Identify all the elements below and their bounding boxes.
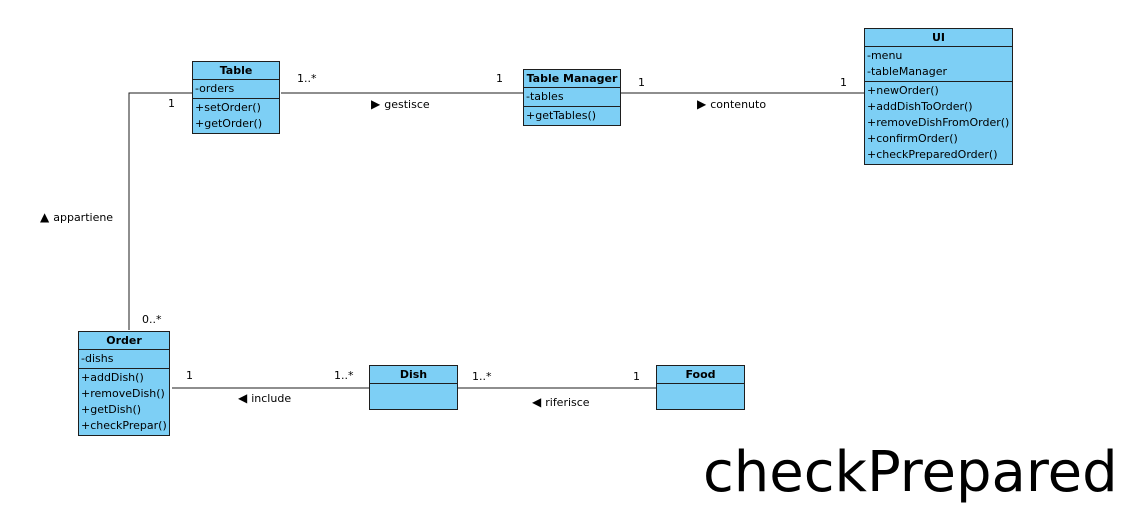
association-label: gestisce [384, 98, 430, 111]
multiplicity-table-gestisce: 1..* [297, 72, 317, 85]
association-contenuto: ▶contenuto [697, 97, 766, 111]
multiplicity-table-appartiene: 1 [168, 97, 175, 110]
association-riferisce: ◀riferisce [532, 395, 590, 409]
methods-section: +setOrder() +getOrder() [193, 99, 279, 133]
attribute: -dishs [81, 352, 114, 365]
attribute: -menu [867, 49, 903, 62]
attributes-section: -tables [524, 88, 620, 107]
class-food[interactable]: Food [656, 365, 745, 410]
multiplicity-manager-gestisce: 1 [496, 72, 503, 85]
multiplicity-dish-riferisce: 1..* [472, 370, 492, 383]
multiplicity-ui-contenuto: 1 [840, 76, 847, 89]
association-include: ◀include [238, 391, 291, 405]
association-label: riferisce [545, 396, 590, 409]
multiplicity-dish-include: 1..* [334, 369, 354, 382]
class-name: UI [865, 29, 1012, 47]
class-name: Table Manager [524, 70, 620, 88]
multiplicity-food-riferisce: 1 [633, 370, 640, 383]
triangle-right-icon: ▶ [697, 97, 707, 111]
method: +getDish() [81, 403, 142, 416]
attribute: -tables [526, 90, 564, 103]
attribute: -orders [195, 82, 235, 95]
multiplicity-manager-contenuto: 1 [638, 76, 645, 89]
method: +addDish() [81, 371, 144, 384]
methods-section: +getTables() [524, 107, 620, 125]
triangle-left-icon: ◀ [532, 395, 542, 409]
association-gestisce: ▶gestisce [371, 97, 430, 111]
class-name: Table [193, 62, 279, 80]
method: +setOrder() [195, 101, 261, 114]
attributes-section: -orders [193, 80, 279, 99]
multiplicity-order-include: 1 [186, 369, 193, 382]
class-order[interactable]: Order -dishs +addDish() +removeDish() +g… [78, 331, 170, 436]
triangle-up-icon: ▲ [40, 210, 50, 224]
method: +getTables() [526, 109, 597, 122]
methods-section: +newOrder() +addDishToOrder() +removeDis… [865, 82, 1012, 164]
class-table[interactable]: Table -orders +setOrder() +getOrder() [192, 61, 280, 134]
class-ui[interactable]: UI -menu -tableManager +newOrder() +addD… [864, 28, 1013, 165]
class-table-manager[interactable]: Table Manager -tables +getTables() [523, 69, 621, 126]
association-appartiene: ▲appartiene [40, 210, 113, 224]
association-label: include [251, 392, 292, 405]
multiplicity-order-appartiene: 0..* [142, 313, 162, 326]
method: +removeDishFromOrder() [867, 116, 1010, 129]
method: +confirmOrder() [867, 132, 958, 145]
class-dish[interactable]: Dish [369, 365, 458, 410]
attributes-section: -menu -tableManager [865, 47, 1012, 82]
assoc-line-appartiene [128, 92, 192, 330]
class-name: Dish [370, 366, 457, 384]
method: +newOrder() [867, 84, 939, 97]
class-name: Food [657, 366, 744, 384]
method: +removeDish() [81, 387, 165, 400]
attribute: -tableManager [867, 65, 948, 78]
method: +addDishToOrder() [867, 100, 973, 113]
triangle-left-icon: ◀ [238, 391, 248, 405]
methods-section: +addDish() +removeDish() +getDish() +che… [79, 369, 169, 435]
method: +checkPreparedOrder() [867, 148, 998, 161]
association-label: appartiene [53, 211, 114, 224]
class-name: Order [79, 332, 169, 350]
method: +checkPrepar() [81, 419, 167, 432]
triangle-right-icon: ▶ [371, 97, 381, 111]
caption-text: checkPrepared [703, 440, 1118, 505]
method: +getOrder() [195, 117, 263, 130]
attributes-section: -dishs [79, 350, 169, 369]
association-label: contenuto [710, 98, 767, 111]
